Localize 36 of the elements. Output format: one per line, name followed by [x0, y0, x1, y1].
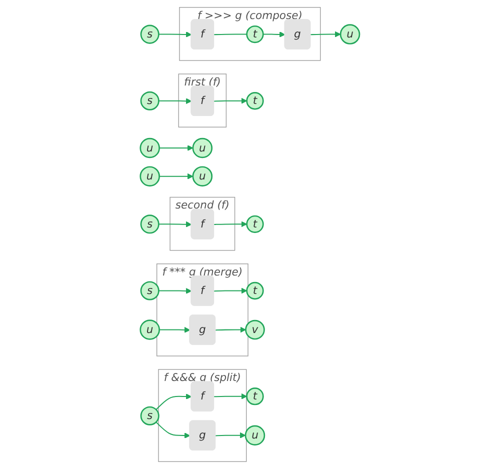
node-circle: s: [140, 281, 160, 300]
arrow: [158, 288, 192, 294]
node-circle: s: [140, 24, 160, 44]
node-circle: s: [140, 406, 160, 426]
arrow: [158, 98, 192, 104]
arrow: [310, 31, 341, 38]
arrow: [216, 326, 246, 333]
node-circle: t: [246, 282, 264, 300]
node-circle: t: [246, 215, 264, 233]
node-circle: u: [192, 138, 213, 158]
arrow: [214, 393, 248, 400]
arrow: [214, 288, 248, 294]
node-circle: u: [140, 138, 160, 158]
arrow: [159, 145, 194, 151]
arrow: [214, 221, 248, 228]
node-circle: t: [246, 92, 264, 110]
arrow: [159, 326, 190, 333]
arrow: [159, 173, 194, 180]
node-circle: s: [140, 91, 160, 110]
node-circle: s: [140, 214, 160, 234]
arrow: [263, 32, 286, 38]
node-circle: u: [140, 166, 160, 186]
arrow: [156, 394, 192, 410]
node-circle: t: [246, 25, 264, 44]
node-circle: u: [340, 24, 360, 44]
node-circle: t: [246, 388, 264, 406]
arrow: [156, 422, 190, 438]
node-circle: u: [192, 166, 213, 186]
node-circle: u: [140, 320, 160, 340]
arrow: [158, 32, 192, 38]
connector: [214, 34, 247, 36]
node-circle: v: [245, 320, 265, 340]
node-circle: u: [244, 425, 266, 446]
arrow: [216, 432, 246, 438]
arrow: [214, 98, 248, 104]
arrow: [158, 221, 192, 228]
